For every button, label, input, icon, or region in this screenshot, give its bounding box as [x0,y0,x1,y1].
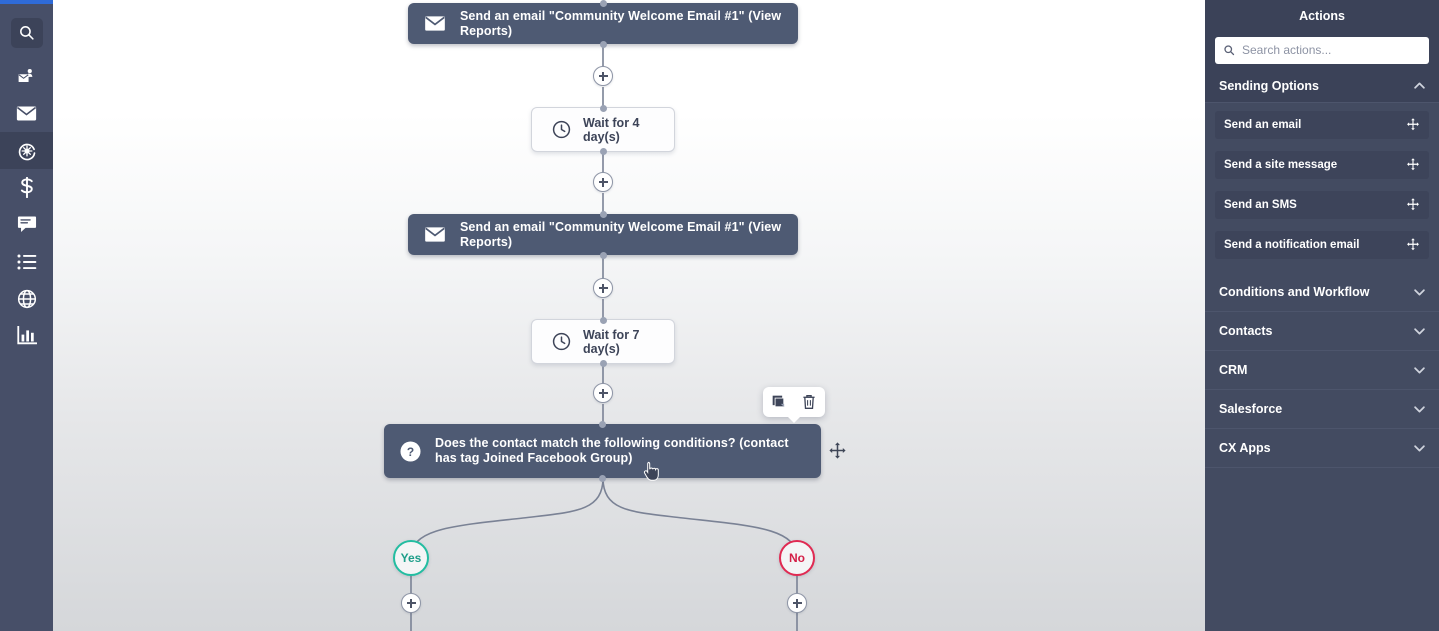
group-label: Contacts [1219,324,1273,338]
group-label: Salesforce [1219,402,1283,416]
actions-panel-title: Actions [1205,0,1439,31]
node-label: Send an email "Community Welcome Email #… [460,8,782,38]
group-label: Sending Options [1219,78,1319,93]
branch-yes-text: Yes [400,551,422,565]
group-header-cx-apps[interactable]: CX Apps [1205,429,1439,468]
group-label: Conditions and Workflow [1219,285,1370,299]
chevron-down-icon [1414,327,1425,335]
drag-handle-icon[interactable] [1406,118,1420,132]
actions-panel: Actions Sending Options Send an email [1205,0,1439,631]
bar-chart-icon [16,326,37,345]
clock-icon [552,332,571,351]
action-item-send-a-notification-email[interactable]: Send a notification email [1215,231,1429,259]
envelope-icon [424,226,446,243]
envelope-icon [16,105,37,122]
sidebar-item-conversations[interactable] [0,206,53,243]
sidebar-item-search[interactable] [0,14,53,51]
drag-handle-icon[interactable] [1406,158,1420,172]
group-header-contacts[interactable]: Contacts [1205,312,1439,351]
node-anchor-bottom [599,251,607,259]
add-step-button-yes[interactable] [401,593,421,613]
chevron-down-icon [1414,405,1425,413]
action-item-send-a-site-message[interactable]: Send a site message [1215,151,1429,179]
node-label: Wait for 4 day(s) [583,115,640,144]
chevron-down-icon [1414,444,1425,452]
clock-icon [552,120,571,139]
action-item-label: Send a site message [1224,159,1338,171]
action-item-send-an-email[interactable]: Send an email [1215,111,1429,139]
drag-handle-icon[interactable] [1406,238,1420,252]
group-header-sending-options[interactable]: Sending Options [1205,69,1439,103]
node-wait-1[interactable]: Wait for 4 day(s) [531,104,675,155]
chat-icon [17,215,37,234]
group-header-crm[interactable]: CRM [1205,351,1439,390]
node-anchor-top [599,316,607,324]
group-label: CX Apps [1219,441,1271,455]
sidebar-item-deals[interactable] [0,169,53,206]
node-drag-handle[interactable] [827,441,847,461]
sidebar-item-campaigns[interactable] [0,95,53,132]
add-step-button-no[interactable] [787,593,807,613]
group-label: CRM [1219,363,1248,377]
action-item-label: Send an SMS [1224,199,1297,211]
node-label: Does the contact match the following con… [435,436,789,465]
action-item-send-an-sms[interactable]: Send an SMS [1215,191,1429,219]
node-label: Wait for 7 day(s) [583,327,640,356]
node-anchor-top [599,0,607,7]
sidebar-item-website[interactable] [0,280,53,317]
sidebar-item-contacts[interactable] [0,58,53,95]
node-anchor-top [599,210,607,218]
question-icon: ? [400,440,421,462]
node-send-email-2[interactable]: Send an email "Community Welcome Email #… [408,210,798,259]
contacts-icon [17,67,37,86]
sidebar-item-reports[interactable] [0,317,53,354]
svg-text:?: ? [407,444,414,458]
automation-canvas[interactable]: Send an email "Community Welcome Email #… [53,0,1205,631]
envelope-icon [424,15,446,32]
group-header-salesforce[interactable]: Salesforce [1205,390,1439,429]
top-accent-strip [0,0,53,4]
search-icon [1223,44,1235,56]
group-header-conditions-and-workflow[interactable]: Conditions and Workflow [1205,273,1439,312]
node-anchor-bottom [599,474,606,482]
search-icon [10,17,43,48]
automation-icon [17,141,37,161]
drag-handle-icon[interactable] [1406,198,1420,212]
node-condition-1[interactable]: ? Does the contact match the following c… [384,420,821,482]
dollar-icon [18,177,36,198]
add-step-button-3[interactable] [593,278,613,298]
action-item-label: Send a notification email [1224,239,1360,251]
chevron-down-icon [1414,288,1425,296]
add-step-button-2[interactable] [593,172,613,192]
node-anchor-top [599,420,606,428]
node-label: Send an email "Community Welcome Email #… [460,219,782,249]
globe-icon [17,289,37,309]
list-icon [16,253,37,270]
search-actions-field[interactable] [1215,36,1429,64]
left-nav-rail [0,4,53,631]
search-actions-input[interactable] [1242,36,1421,64]
sidebar-item-automations[interactable] [0,132,53,169]
node-anchor-bottom [599,40,607,48]
branch-no-text: No [789,551,805,565]
branch-label-no[interactable]: No [779,540,815,576]
node-anchor-bottom [599,359,607,367]
node-context-toolbar[interactable] [763,387,825,423]
trash-icon[interactable] [799,392,819,412]
node-wait-2[interactable]: Wait for 7 day(s) [531,316,675,367]
chevron-up-icon [1414,82,1425,89]
group-body-sending-options: Send an email Send a site message Send a… [1205,103,1439,273]
connector-wires [410,44,798,631]
node-send-email-1[interactable]: Send an email "Community Welcome Email #… [408,0,798,48]
node-anchor-top [599,104,607,112]
chevron-down-icon [1414,366,1425,374]
add-step-button-1[interactable] [593,66,613,86]
node-anchor-bottom [599,147,607,155]
branch-label-yes[interactable]: Yes [393,540,429,576]
add-step-button-4[interactable] [593,383,613,403]
duplicate-icon[interactable] [769,392,789,412]
actions-search-wrap [1205,31,1439,69]
sidebar-item-lists[interactable] [0,243,53,280]
action-item-label: Send an email [1224,119,1302,131]
